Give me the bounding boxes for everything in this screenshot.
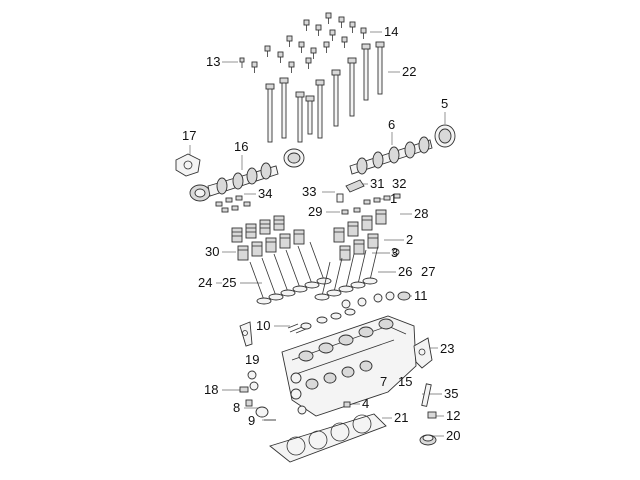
- callout-20: 20: [446, 428, 461, 443]
- rockers-lifters: [336, 179, 401, 215]
- callout-19: 19: [245, 352, 260, 367]
- side-parts: [239, 321, 437, 446]
- valve-seals: [287, 291, 411, 334]
- callout-7: 7: [380, 374, 388, 389]
- callout-10: 10: [256, 318, 271, 333]
- callout-33: 33: [302, 184, 317, 199]
- left-valve-springs: [231, 215, 305, 261]
- callout-21: 21: [394, 410, 409, 425]
- callout-2: 2: [406, 232, 414, 247]
- callout-13: 13: [206, 54, 221, 69]
- cylinder-head: [281, 315, 417, 417]
- callout-31: 31: [370, 176, 385, 191]
- callout-5: 5: [441, 96, 449, 111]
- right-camshaft: [349, 124, 456, 175]
- callout-27: 27: [421, 264, 436, 279]
- callout-6: 6: [388, 117, 396, 132]
- callout-3: 3: [391, 245, 399, 260]
- callout-35: 35: [444, 386, 459, 401]
- callout-9: 9: [248, 413, 256, 428]
- callout-1: 1: [390, 191, 398, 206]
- callout-28: 28: [414, 206, 429, 221]
- left-valves: [249, 241, 332, 305]
- callout-18: 18: [204, 382, 219, 397]
- callout-22: 22: [402, 64, 417, 79]
- callout-14: 14: [384, 24, 399, 39]
- callout-8: 8: [233, 400, 241, 415]
- head-gasket: [269, 413, 387, 463]
- callout-11: 11: [414, 288, 428, 303]
- callout-29: 29: [308, 204, 323, 219]
- left-camshaft: [175, 148, 305, 213]
- callout-12: 12: [446, 408, 461, 423]
- callout-16: 16: [234, 139, 249, 154]
- callout-32: 32: [392, 176, 407, 191]
- callout-24: 24: [198, 275, 213, 290]
- callout-30: 30: [205, 244, 220, 259]
- top-bolts: [239, 12, 367, 73]
- callout-25: 25: [222, 275, 237, 290]
- callout-17: 17: [182, 128, 197, 143]
- head-bolts: [265, 41, 385, 143]
- callout-26: 26: [398, 264, 413, 279]
- callout-23: 23: [440, 341, 455, 356]
- right-valve-springs: [333, 209, 400, 261]
- callout-34: 34: [258, 186, 273, 201]
- right-valves: [314, 245, 379, 301]
- callout-4: 4: [362, 396, 370, 411]
- callout-15: 15: [398, 374, 413, 389]
